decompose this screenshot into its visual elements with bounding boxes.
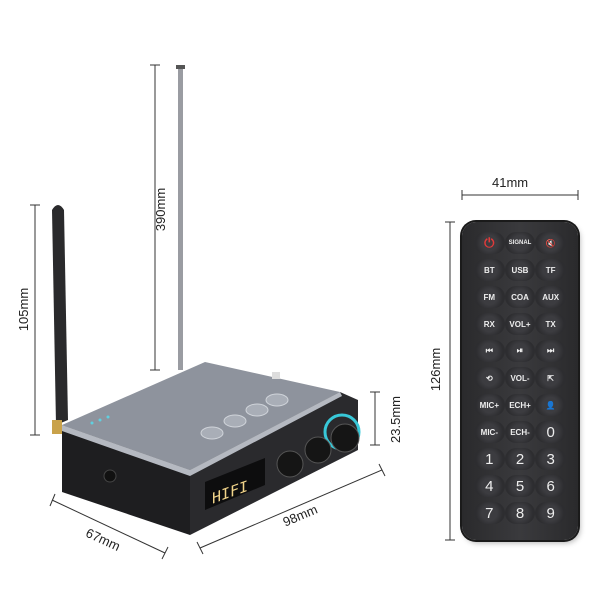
telescopic-antenna xyxy=(178,65,183,370)
remote-key[interactable]: 🔇 xyxy=(535,232,566,254)
remote-key[interactable]: 6 xyxy=(535,475,566,497)
remote-key[interactable]: 2 xyxy=(504,448,536,470)
remote-key[interactable]: ⏻ xyxy=(474,232,505,254)
remote-key[interactable]: 8 xyxy=(504,502,536,524)
remote-key[interactable]: ECH- xyxy=(504,421,536,443)
remote-key[interactable]: 1 xyxy=(474,448,505,470)
remote-key[interactable]: FM xyxy=(474,286,505,308)
remote-key[interactable]: AUX xyxy=(535,286,566,308)
remote-key[interactable]: ECH+ xyxy=(504,394,536,416)
remote-key[interactable]: BT xyxy=(474,259,505,281)
remote-key[interactable]: ⟲ xyxy=(474,367,505,389)
remote-key[interactable]: 3 xyxy=(535,448,566,470)
dimension-lines xyxy=(30,64,579,560)
remote-key[interactable]: TF xyxy=(535,259,566,281)
remote-key[interactable]: ⏮ xyxy=(474,340,505,362)
rubber-antenna xyxy=(52,205,68,425)
remote-key[interactable]: MIC+ xyxy=(474,394,505,416)
remote-key[interactable]: 4 xyxy=(474,475,505,497)
device-front-left xyxy=(62,425,190,535)
remote-key[interactable]: VOL+ xyxy=(504,313,536,335)
remote-key[interactable]: VOL- xyxy=(504,367,536,389)
rubber-antenna-label: 105mm xyxy=(16,287,32,332)
remote-key[interactable]: 9 xyxy=(535,502,566,524)
remote-key[interactable]: 5 xyxy=(504,475,536,497)
remote-key[interactable]: 0 xyxy=(535,421,566,443)
knobs xyxy=(276,413,361,478)
telescopic-antenna-label: 390mm xyxy=(153,187,169,232)
remote-height-label: 126mm xyxy=(428,347,444,392)
remote-key[interactable]: SIGNAL xyxy=(504,232,536,254)
remote-key[interactable]: TX xyxy=(535,313,566,335)
device-front-right xyxy=(190,392,358,535)
remote-key[interactable]: ⏭ xyxy=(535,340,566,362)
remote-key[interactable]: 👤 xyxy=(535,394,566,416)
remote-key[interactable]: 7 xyxy=(474,502,505,524)
remote-width-label: 41mm xyxy=(492,175,529,190)
remote-key[interactable]: MIC- xyxy=(474,421,505,443)
remote-key[interactable]: ⏯ xyxy=(504,340,536,362)
device-height-label: 23.5mm xyxy=(387,396,403,443)
remote-key[interactable]: USB xyxy=(504,259,536,281)
remote-key[interactable]: COA xyxy=(504,286,536,308)
remote-key[interactable]: RX xyxy=(474,313,505,335)
remote-key[interactable]: ⇱ xyxy=(535,367,566,389)
device-top xyxy=(62,362,340,470)
display-panel xyxy=(205,458,265,510)
